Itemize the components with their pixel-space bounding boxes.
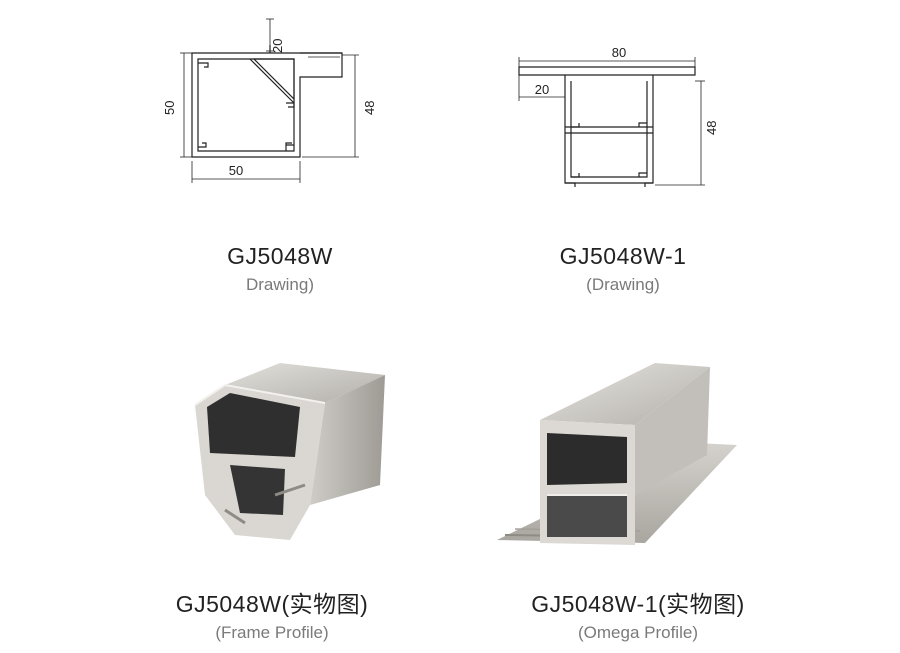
caption-subtitle: Drawing): [245, 275, 315, 294]
dim-bottom-50: 50: [229, 163, 243, 178]
dim-width-80: 80: [612, 45, 626, 60]
dim-left-50: 50: [162, 101, 177, 115]
caption-subtitle: (Drawing): [586, 275, 660, 294]
caption-title: GJ5048W-1: [559, 243, 687, 269]
dim-right-48: 48: [362, 101, 377, 115]
caption-gj5048w-1: GJ5048W-1 (Drawing): [443, 242, 803, 296]
caption-gj5048w: GJ5048W Drawing): [100, 242, 460, 296]
dim-flange-20: 20: [535, 82, 549, 97]
drawing-gj5048w: 20 50 48 50: [162, 18, 377, 183]
omega-profile-image: [497, 363, 737, 545]
caption-omega-profile: GJ5048W-1(实物图) (Omega Profile): [458, 590, 818, 644]
caption-title: GJ5048W: [227, 243, 333, 269]
caption-subtitle: (Frame Profile): [215, 623, 329, 642]
dim-top-20: 20: [270, 39, 285, 53]
caption-frame-profile: GJ5048W(实物图) (Frame Profile): [92, 590, 452, 644]
dim-height-48: 48: [704, 121, 719, 135]
caption-title: GJ5048W-1(实物图): [531, 591, 745, 617]
caption-subtitle: (Omega Profile): [578, 623, 698, 642]
caption-title: GJ5048W(实物图): [175, 591, 369, 617]
frame-profile-image: [194, 363, 385, 540]
drawing-gj5048w-1: 80 20 48: [518, 45, 719, 187]
